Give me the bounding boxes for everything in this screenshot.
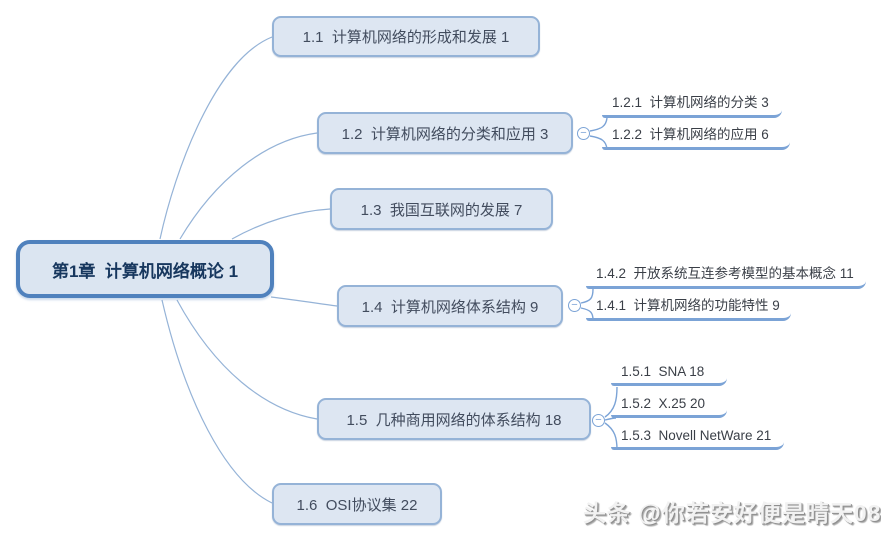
branch-topic-1-6[interactable]: 1.6 OSI协议集 22 — [272, 483, 442, 525]
branch-topic-1-5[interactable]: 1.5 几种商用网络的体系结构 18 — [317, 398, 591, 440]
connector-root-to-1-3 — [231, 208, 331, 240]
subtopic-1-5-3[interactable]: 1.5.3 Novell NetWare 21 — [611, 424, 784, 450]
branch-topic-1-2[interactable]: 1.2 计算机网络的分类和应用 3 — [317, 112, 573, 154]
connector-1-5-to-1-5-2 — [604, 417, 617, 421]
watermark-text: 头条 @你若安好便是晴天08 — [583, 500, 881, 526]
root-topic-chapter-1[interactable]: 第1章 计算机网络概论 1 — [16, 240, 274, 298]
connector-root-to-1-5 — [176, 299, 318, 420]
subtopic-1-5-1[interactable]: 1.5.1 SNA 18 — [611, 360, 727, 386]
connector-root-to-1-4 — [270, 296, 338, 307]
branch-topic-1-1[interactable]: 1.1 计算机网络的形成和发展 1 — [272, 16, 540, 57]
connector-root-to-1-2 — [179, 132, 318, 240]
subtopic-1-4-2[interactable]: 1.4.2 开放系统互连参考模型的基本概念 11 — [586, 263, 866, 289]
subtopic-1-4-1[interactable]: 1.4.1 计算机网络的功能特性 9 — [586, 295, 791, 321]
collapse-icon-1-4[interactable]: − — [568, 299, 581, 312]
connector-root-to-1-6 — [161, 299, 273, 504]
subtopic-1-2-2[interactable]: 1.2.2 计算机网络的应用 6 — [602, 124, 790, 150]
collapse-icon-1-5[interactable]: − — [592, 414, 605, 427]
collapse-icon-1-2[interactable]: − — [577, 127, 590, 140]
subtopic-1-2-1[interactable]: 1.2.1 计算机网络的分类 3 — [602, 92, 782, 118]
branch-topic-1-3[interactable]: 1.3 我国互联网的发展 7 — [330, 188, 553, 230]
subtopic-1-5-2[interactable]: 1.5.2 X.25 20 — [611, 392, 727, 418]
branch-topic-1-4[interactable]: 1.4 计算机网络体系结构 9 — [337, 285, 563, 327]
connector-1-5-to-1-5-1 — [604, 386, 618, 418]
connector-root-to-1-1 — [159, 36, 273, 240]
